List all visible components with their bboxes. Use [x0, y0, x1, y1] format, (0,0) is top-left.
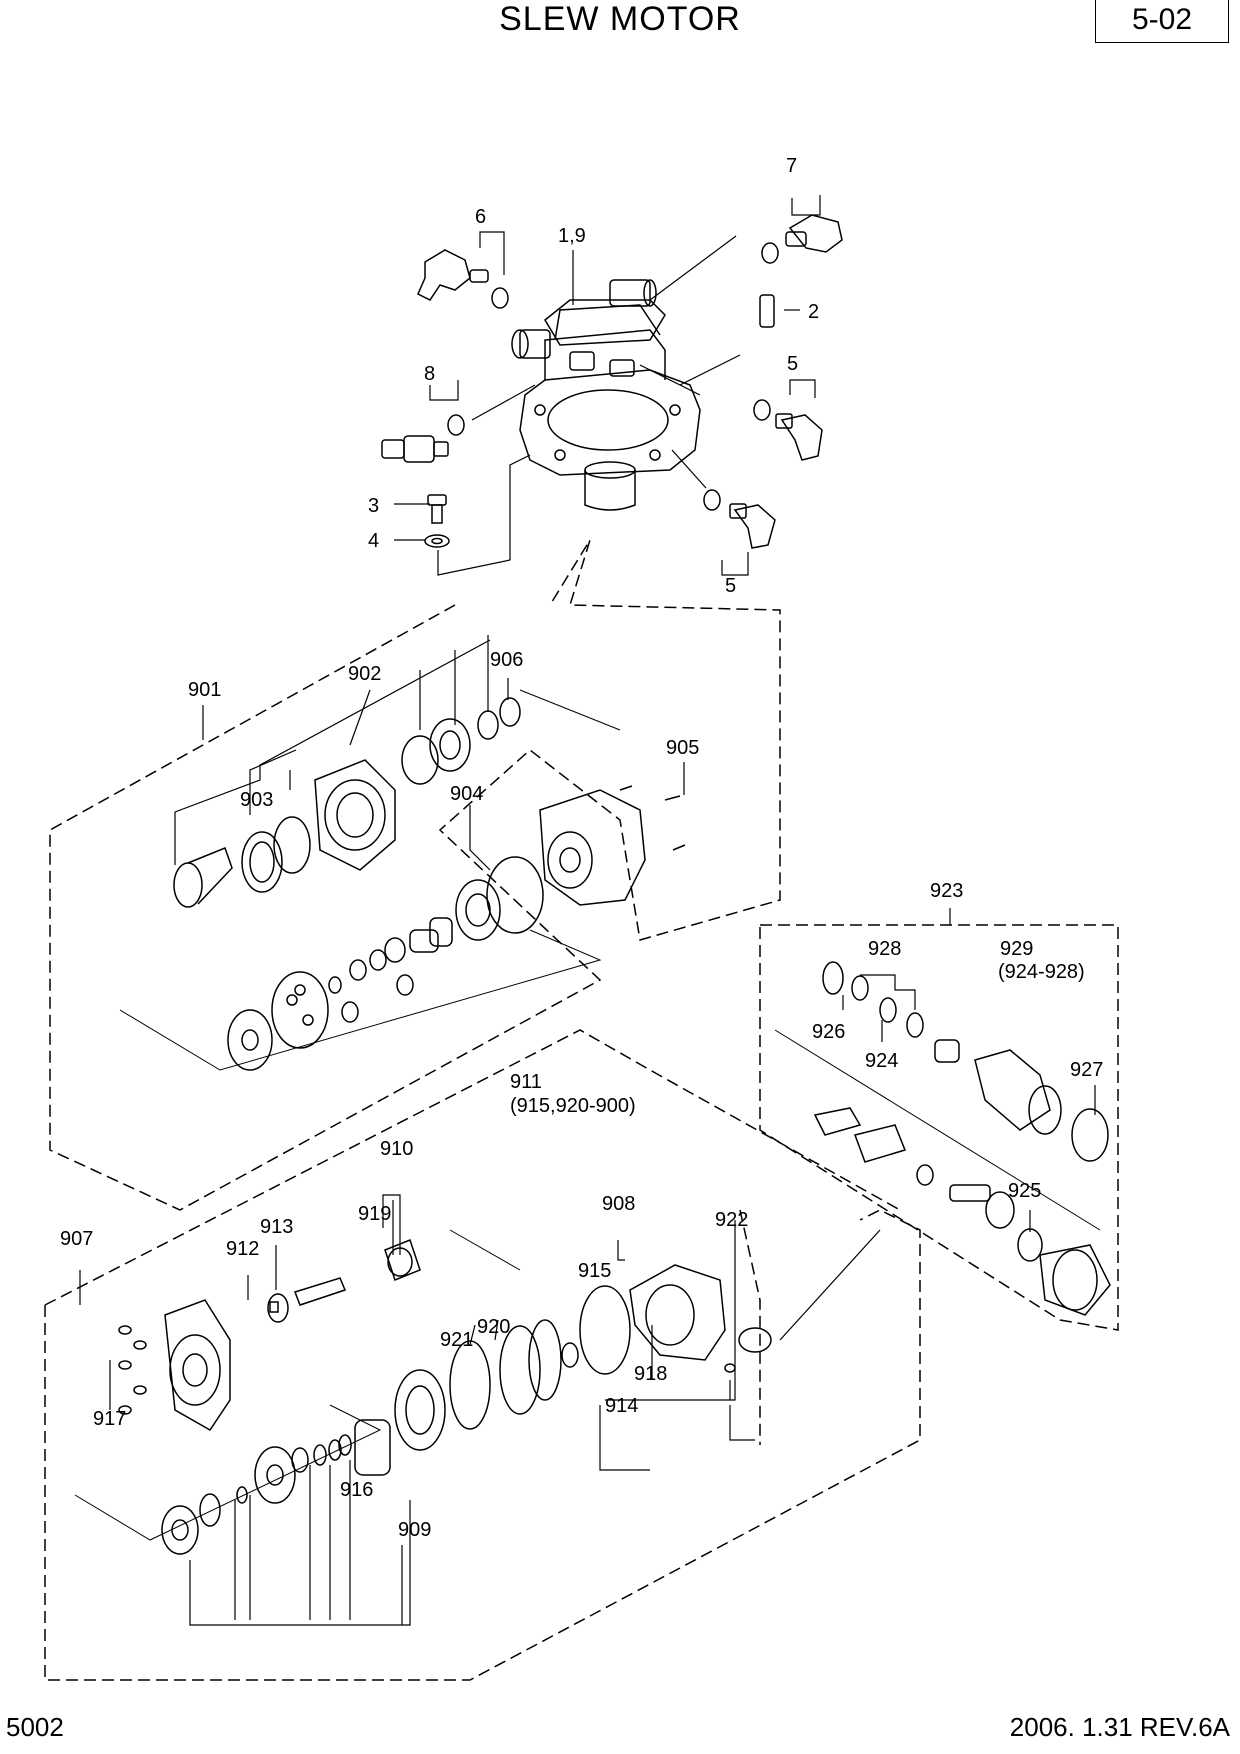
callout-914: 914	[605, 1395, 638, 1417]
page-title: SLEW MOTOR	[499, 0, 741, 38]
group-923-frame	[759, 924, 1119, 1331]
bolt-3	[427, 494, 447, 524]
callout-911: 911	[510, 1071, 542, 1093]
washer-4	[424, 534, 450, 548]
callout-921: 921	[440, 1329, 473, 1351]
callout-928: 928	[868, 938, 901, 960]
callout-924: 924	[865, 1050, 898, 1072]
callout-916: 916	[340, 1479, 373, 1501]
callout-6: 6	[475, 206, 486, 228]
callout-7: 7	[786, 155, 797, 177]
callout-904: 904	[450, 783, 483, 805]
callout-4: 4	[368, 530, 379, 552]
callout-906: 906	[490, 649, 523, 671]
callout-908: 908	[602, 1193, 635, 1215]
group-907-frame	[44, 1029, 921, 1681]
callout-910: 910	[380, 1138, 413, 1160]
motor-housing-drawing	[511, 279, 701, 511]
callout-923: 923	[930, 880, 963, 902]
group-901-parts	[119, 689, 686, 1071]
callout-929: 929	[1000, 938, 1033, 960]
callout-912: 912	[226, 1238, 259, 1260]
callout-911-range: (915,920-900)	[510, 1095, 636, 1117]
callout-922: 922	[715, 1209, 748, 1231]
callout-915: 915	[578, 1260, 611, 1282]
leader-lines-907	[79, 1194, 881, 1626]
group-907-parts	[74, 1229, 772, 1555]
callout-5-right: 5	[787, 353, 798, 375]
callout-926: 926	[812, 1021, 845, 1043]
elbow-fitting-5-lower	[703, 489, 776, 549]
callout-917: 917	[93, 1408, 126, 1430]
leader-lines-top	[394, 195, 821, 576]
leader-lines-901	[174, 635, 685, 871]
footer-revision: 2006. 1.31 REV.6A	[1009, 1712, 1230, 1742]
callout-920: 920	[477, 1316, 510, 1338]
straight-fitting-8	[381, 414, 465, 463]
callout-902: 902	[348, 663, 381, 685]
elbow-fitting-6	[417, 249, 509, 309]
callout-3: 3	[368, 495, 379, 517]
callout-1-9: 1,9	[558, 225, 586, 247]
callout-903: 903	[240, 789, 273, 811]
elbow-fitting-7	[761, 214, 843, 264]
leader-lines-923	[842, 908, 1096, 1232]
callout-927: 927	[1070, 1059, 1103, 1081]
callout-913: 913	[260, 1216, 293, 1238]
callout-925: 925	[1008, 1180, 1041, 1202]
page-reference-box: 5-02	[1095, 0, 1229, 43]
callout-909: 909	[398, 1519, 431, 1541]
callout-918: 918	[634, 1363, 667, 1385]
callout-2: 2	[808, 301, 819, 323]
callout-905: 905	[666, 737, 699, 759]
pin-2	[759, 294, 775, 328]
elbow-fitting-5-right	[753, 399, 823, 461]
callout-5-lower: 5	[725, 575, 736, 597]
callout-901: 901	[188, 679, 221, 701]
group-923-parts	[774, 961, 1111, 1316]
callout-929-range: (924-928)	[998, 961, 1085, 983]
footer-code: 5002	[6, 1712, 64, 1742]
callout-labels: 7 6 1,9 2 5 8 3 4 5 901 902 906 905 903 …	[60, 155, 1103, 1541]
callout-907: 907	[60, 1228, 93, 1250]
group-901-frame	[49, 539, 781, 1211]
callout-8: 8	[424, 363, 435, 385]
callout-919: 919	[358, 1203, 391, 1225]
